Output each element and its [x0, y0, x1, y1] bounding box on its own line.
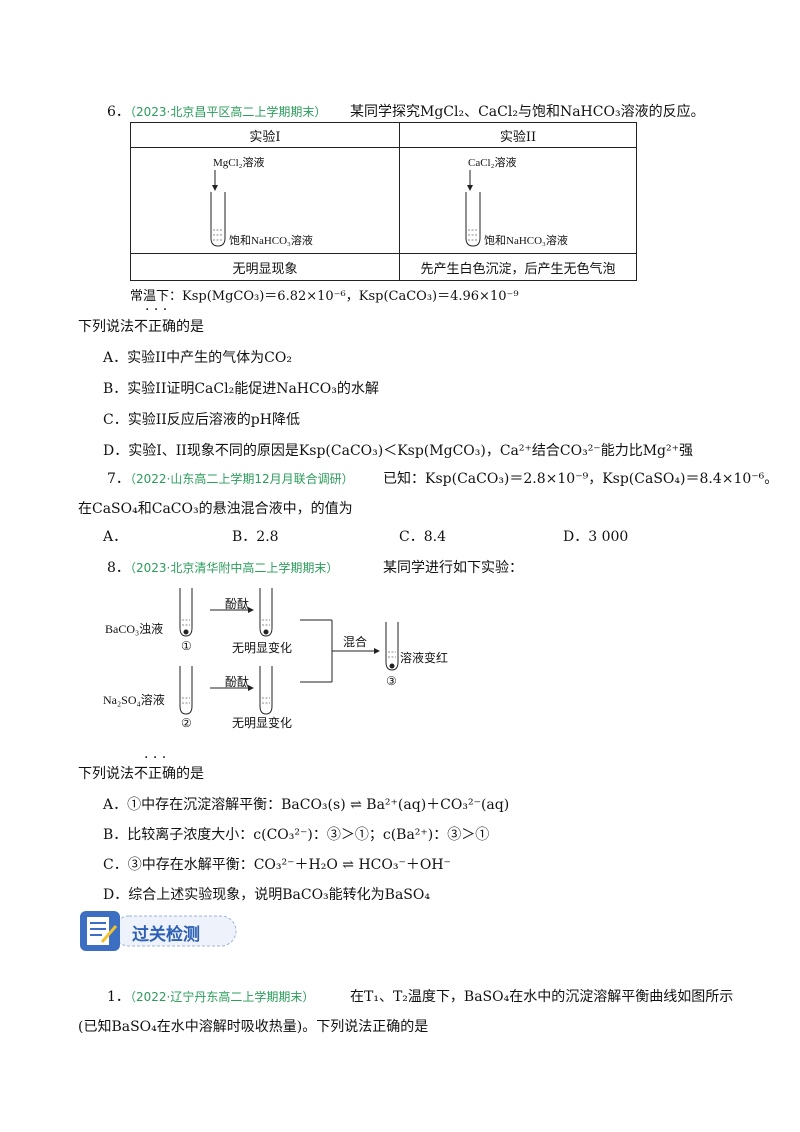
- emphasis-dots-2: · · ·: [144, 750, 167, 766]
- q1-number: 1．: [107, 989, 130, 1005]
- q8-result-1: 无明显变化: [232, 641, 293, 655]
- banner-background: [80, 911, 237, 951]
- q1-stem: 在T₁、T₂温度下，BaSO₄在水中的沉淀溶解平衡曲线如图所示: [350, 989, 734, 1005]
- q7-option-d[interactable]: D．3 000: [563, 529, 629, 545]
- q6-source: （2023·北京昌平区高二上学期期末）: [124, 105, 327, 119]
- q8-mix-label: 混合: [343, 635, 368, 649]
- q1-stem-2: (已知BaSO₄在水中溶解时吸收热量)。下列说法正确的是: [78, 1019, 429, 1035]
- q8-option-b[interactable]: B．比较离子浓度大小：c(CO₃²⁻)：③＞①；c(Ba²⁺)：③＞①: [103, 827, 490, 843]
- exp1-solution: 饱和NaHCO₃溶液: [229, 235, 313, 247]
- q8-option-a[interactable]: A．①中存在沉淀溶解平衡：BaCO₃(s) ⇌ Ba²⁺(aq)＋CO₃²⁻(a…: [103, 797, 510, 813]
- q8-source: （2023·北京清华附中高二上学期期末）: [124, 561, 339, 575]
- q6-number: 6．: [107, 104, 130, 120]
- table-header-exp2: 实验II: [399, 122, 637, 148]
- q8-final-label: 溶液变红: [400, 651, 449, 665]
- table-header-exp1: 实验I: [130, 122, 400, 148]
- q8-reagent-2: 酚酞: [225, 675, 250, 689]
- q8-label-baco3: BaCO₃浊液: [105, 622, 164, 636]
- exp2-reagent: CaCl₂溶液: [468, 157, 517, 169]
- q7-stem: 已知：Ksp(CaCO₃)＝2.8×10⁻⁹，Ksp(CaSO₄)＝8.4×10…: [383, 471, 779, 487]
- q6-option-a[interactable]: A．实验II中产生的气体为CO₂: [103, 350, 292, 366]
- q7-option-c[interactable]: C．8.4: [399, 529, 446, 545]
- q7-source: （2022·山东高二上学期12月月联合调研）: [124, 472, 354, 486]
- q8-option-c[interactable]: C．③中存在水解平衡：CO₃²⁻＋H₂O ⇌ HCO₃⁻＋OH⁻: [103, 857, 451, 873]
- q8-circle-1: ①: [181, 639, 192, 653]
- q6-ksp-note: 常温下：Ksp(MgCO₃)＝6.82×10⁻⁶，Ksp(CaCO₃)＝4.96…: [130, 289, 519, 304]
- q8-option-d[interactable]: D．综合上述实验现象，说明BaCO₃能转化为BaSO₄: [103, 887, 430, 903]
- q6-stem: 某同学探究MgCl₂、CaCl₂与饱和NaHCO₃溶液的反应。: [350, 104, 705, 120]
- q6-ask: 下列说法不正确的是: [78, 319, 204, 335]
- q8-stem: 某同学进行如下实验：: [383, 560, 523, 576]
- q6-option-b[interactable]: B．实验II证明CaCl₂能促进NaHCO₃的水解: [103, 381, 379, 397]
- q7-number: 7．: [107, 471, 130, 487]
- emphasis-dots: · · ·: [145, 302, 168, 318]
- banner-title: 过关检测: [132, 925, 200, 945]
- exp1-result: 无明显现象: [130, 253, 400, 281]
- exp2-illustration: CaCl₂溶液 饱和NaHCO₃溶液: [399, 147, 637, 254]
- q6-option-d[interactable]: D．实验I、II现象不同的原因是Ksp(CaCO₃)＜Ksp(MgCO₃)，Ca…: [103, 443, 693, 459]
- exp2-test-tube-icon: [465, 170, 481, 247]
- exp1-reagent: MgCl₂溶液: [213, 157, 265, 169]
- section-banner: 过关检测: [78, 908, 240, 954]
- exp1-illustration: MgCl₂溶液 饱和NaHCO₃溶液: [130, 147, 400, 254]
- q8-circle-3: ③: [386, 674, 397, 688]
- q8-result-2: 无明显变化: [232, 716, 293, 730]
- q1-source: （2022·辽宁丹东高二上学期期末）: [124, 990, 315, 1004]
- exp2-solution: 饱和NaHCO₃溶液: [484, 235, 568, 247]
- q7-stem-2: 在CaSO₄和CaCO₃的悬浊混合液中，的值为: [78, 501, 353, 517]
- q7-option-b[interactable]: B．2.8: [232, 529, 279, 545]
- q6-option-c[interactable]: C．实验II反应后溶液的pH降低: [103, 412, 300, 428]
- experiment-table: 实验I 实验II MgCl₂溶液 饱和NaHCO₃溶液 CaCl₂溶液: [130, 122, 637, 281]
- q8-reagent-1: 酚酞: [225, 597, 250, 611]
- q8-diagram-lines: [179, 588, 399, 715]
- exp1-test-tube-icon: [210, 170, 226, 247]
- q8-circle-2: ②: [181, 716, 192, 730]
- q7-option-a[interactable]: A．: [103, 529, 128, 545]
- q8-ask: 下列说法不正确的是: [78, 766, 204, 782]
- q8-number: 8．: [107, 560, 130, 576]
- exp2-result: 先产生白色沉淀，后产生无色气泡: [399, 253, 637, 281]
- q8-label-na2so4: Na₂SO₄溶液: [103, 693, 165, 707]
